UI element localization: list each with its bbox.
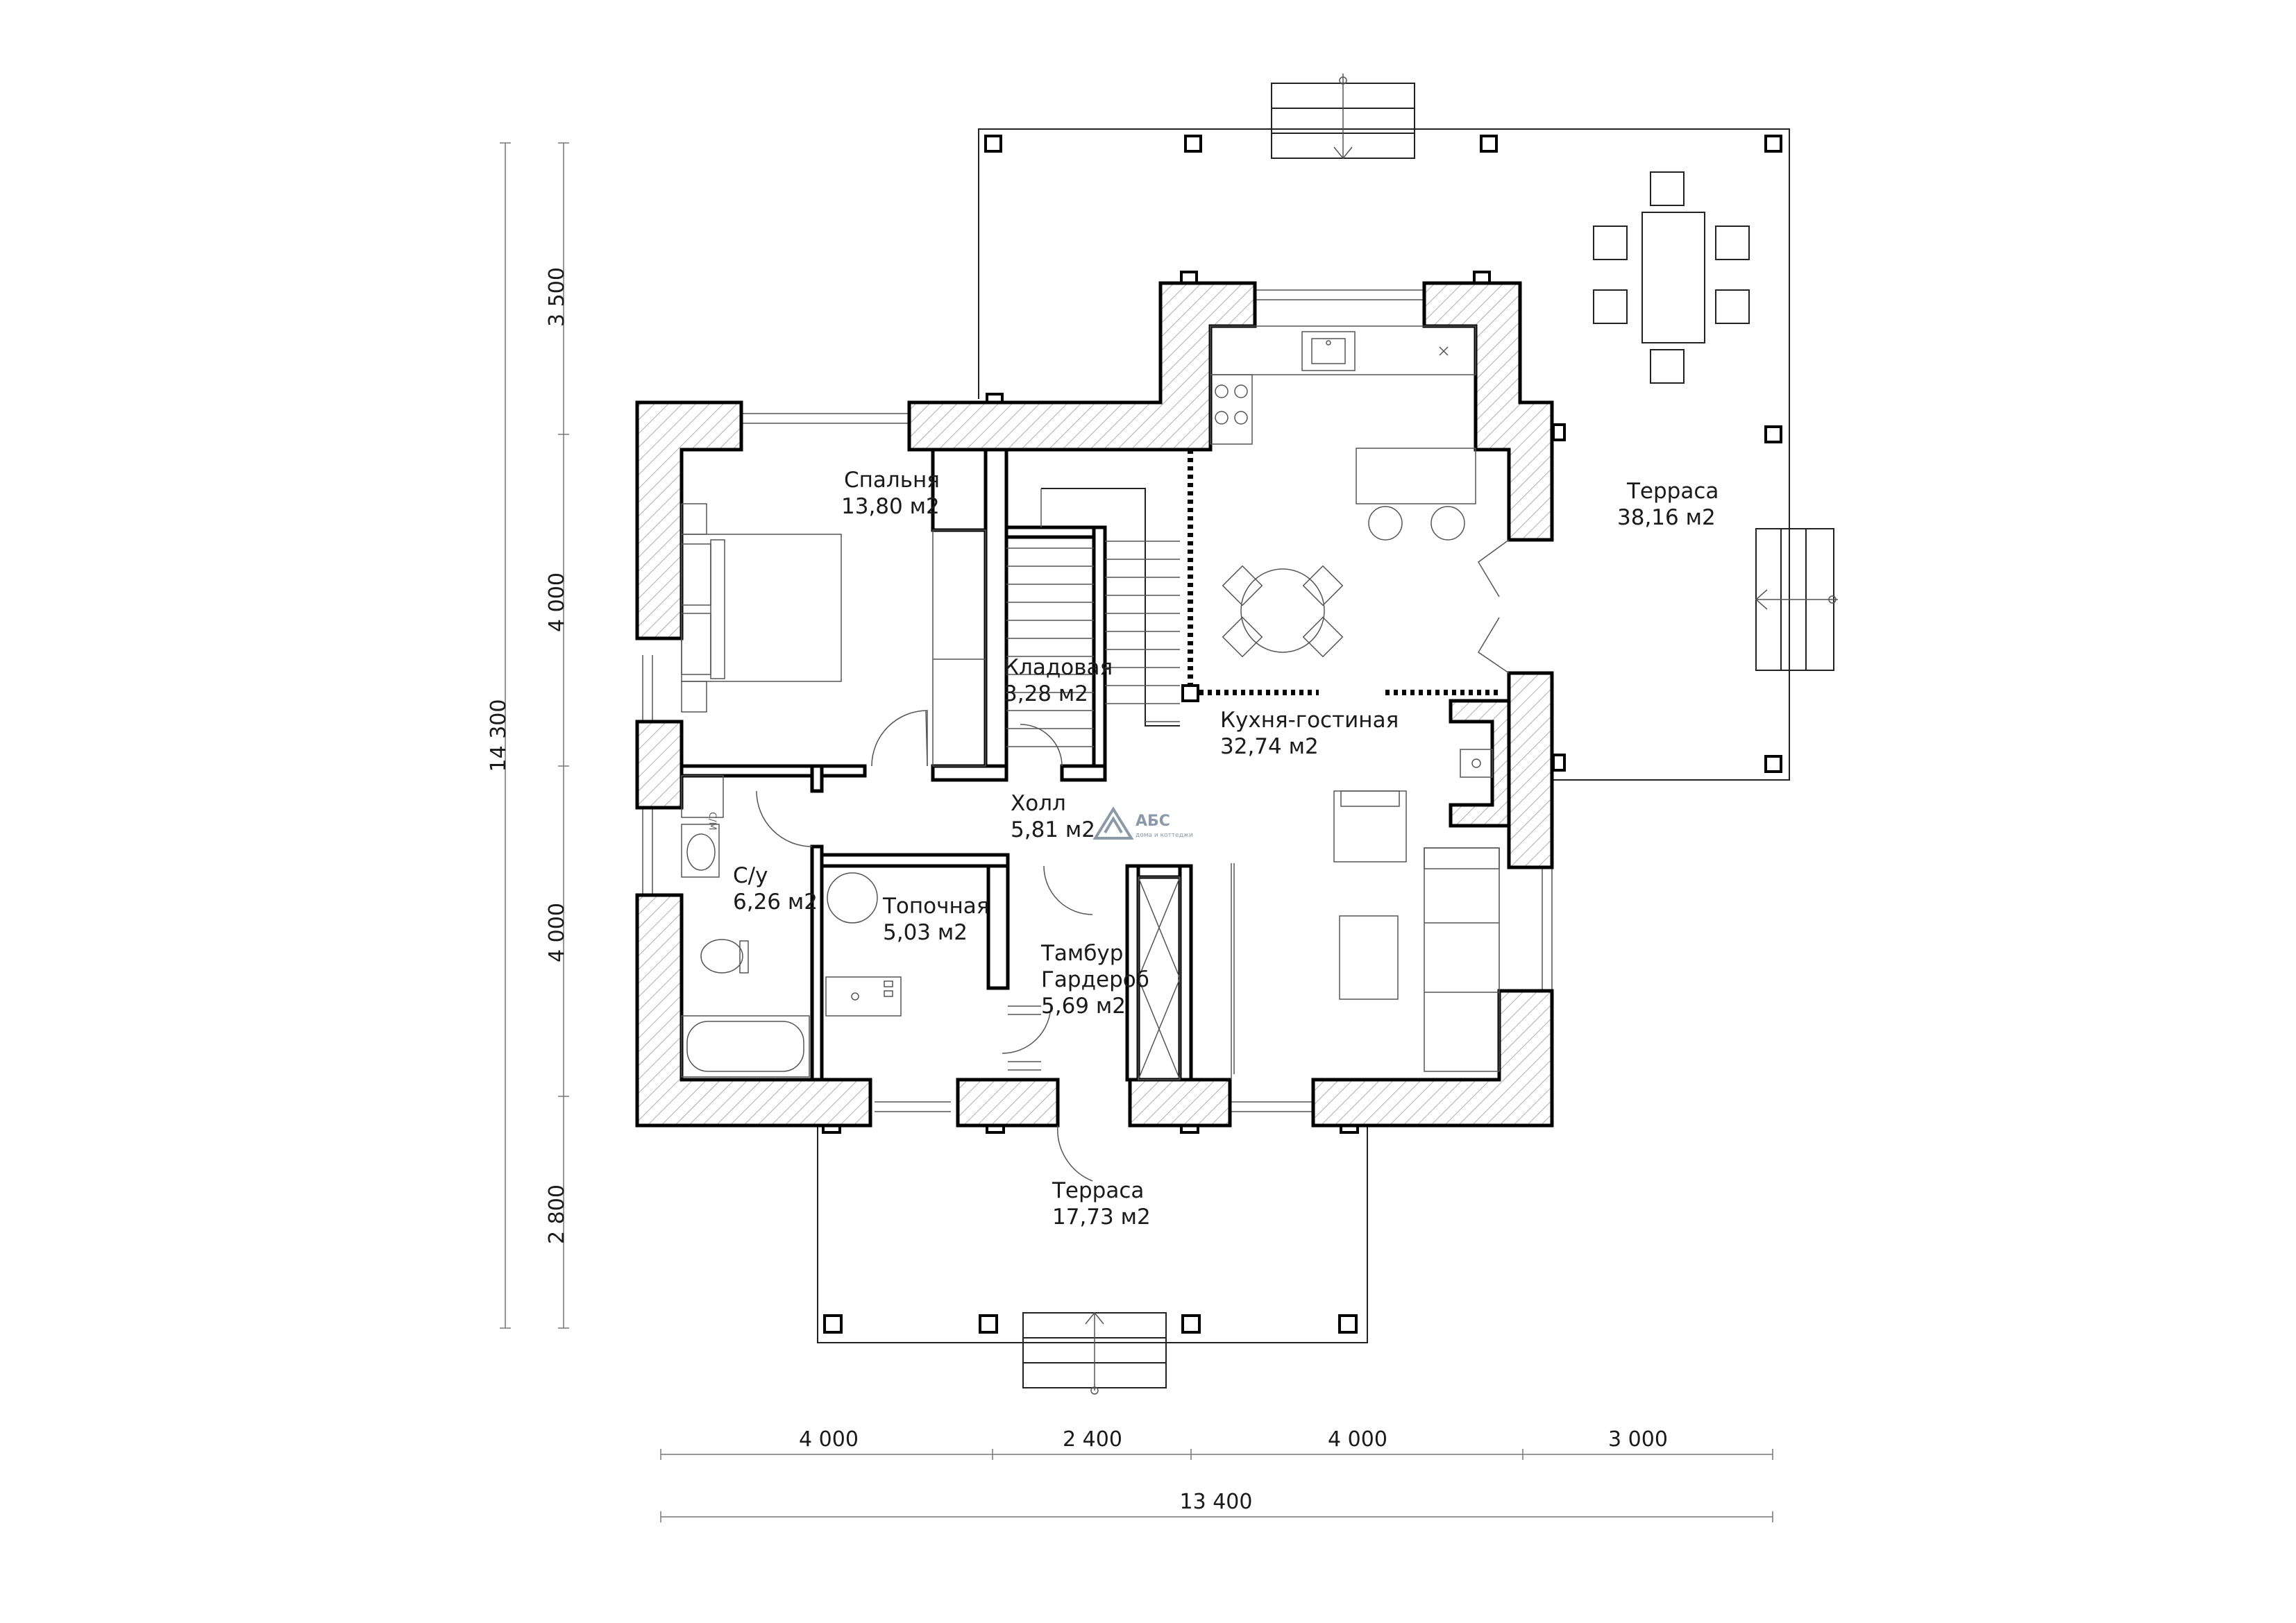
steps-east [1755,528,1838,671]
logo-name: АБС [1136,813,1170,830]
bedroom-furniture [681,503,986,767]
label-kitchen-area: 32,74 м2 [1220,734,1319,759]
label-boiler-area: 5,03 м2 [883,920,968,945]
dim-bottom-4: 3 000 [1608,1427,1668,1452]
label-terrace-south-name: Терраса [1052,1178,1144,1203]
label-bathroom-name: С/у [733,863,768,888]
label-boiler-name: Топочная [882,894,989,919]
steps-north [1271,74,1415,160]
label-vestibule-area: 5,69 м2 [1041,994,1126,1019]
label-hall-name: Холл [1011,791,1066,816]
dim-left-total: 14 300 [487,699,511,772]
stair-railing [1188,450,1499,695]
label-kitchen-name: Кухня-гостиная [1220,708,1399,733]
label-pantry-area: 3,28 м2 [1004,681,1088,706]
dim-left-4: 2 800 [545,1184,569,1244]
label-pantry-name: Кладовая [1004,655,1113,680]
abs-logo: АБС дома и коттеджи [1092,806,1193,840]
label-terrace-north-name: Терраса [1626,479,1719,504]
dim-left-1: 3 500 [545,267,569,327]
vestibule-wardrobe [1138,876,1181,1080]
room-labels: Спальня 13,80 м2 Кладовая 3,28 м2 Кухня-… [707,468,1719,1230]
living-furniture [1233,749,1500,1074]
label-terrace-south-area: 17,73 м2 [1052,1205,1151,1230]
boiler-fixtures [825,872,902,1017]
logo-tagline: дома и коттеджи [1136,832,1193,839]
label-bedroom-area: 13,80 м2 [841,494,940,519]
terrace-north-outline [978,128,1790,781]
dim-left-2: 4 000 [545,572,569,632]
dim-bottom-total: 13 400 [1180,1490,1253,1514]
steps-south [1022,1311,1167,1395]
doors [756,539,1510,1182]
label-terrace-north-area: 38,16 м2 [1617,505,1716,530]
label-vestibule-name2: Гардероб [1041,967,1149,992]
dim-bottom-3: 4 000 [1328,1427,1387,1452]
terrace-south-outline [817,1123,1368,1343]
dim-bottom-2: 2 400 [1063,1427,1122,1452]
bathroom-fixtures [681,775,810,1078]
label-bedroom-name: Спальня [844,468,940,493]
label-bathroom-area: 6,26 м2 [733,890,818,915]
dimensions-bottom: 4 000 2 400 4 000 3 000 13 400 [660,1427,1773,1522]
terrace-dining-set [1593,171,1750,384]
staircase [1006,488,1199,747]
label-hall-area: 5,81 м2 [1011,817,1095,842]
dimensions-left: 3 500 4 000 4 000 2 800 14 300 [487,142,569,1329]
dim-bottom-1: 4 000 [799,1427,859,1452]
windows [642,289,1553,1112]
logo-triangle-icon [1092,806,1134,840]
label-washer: С/М [707,812,718,831]
exterior-walls [635,281,1554,1128]
label-vestibule-name: Тамбур [1040,941,1123,966]
dim-left-3: 4 000 [545,903,569,962]
interior-walls [679,448,1511,1082]
kitchen-furniture [1210,325,1476,658]
